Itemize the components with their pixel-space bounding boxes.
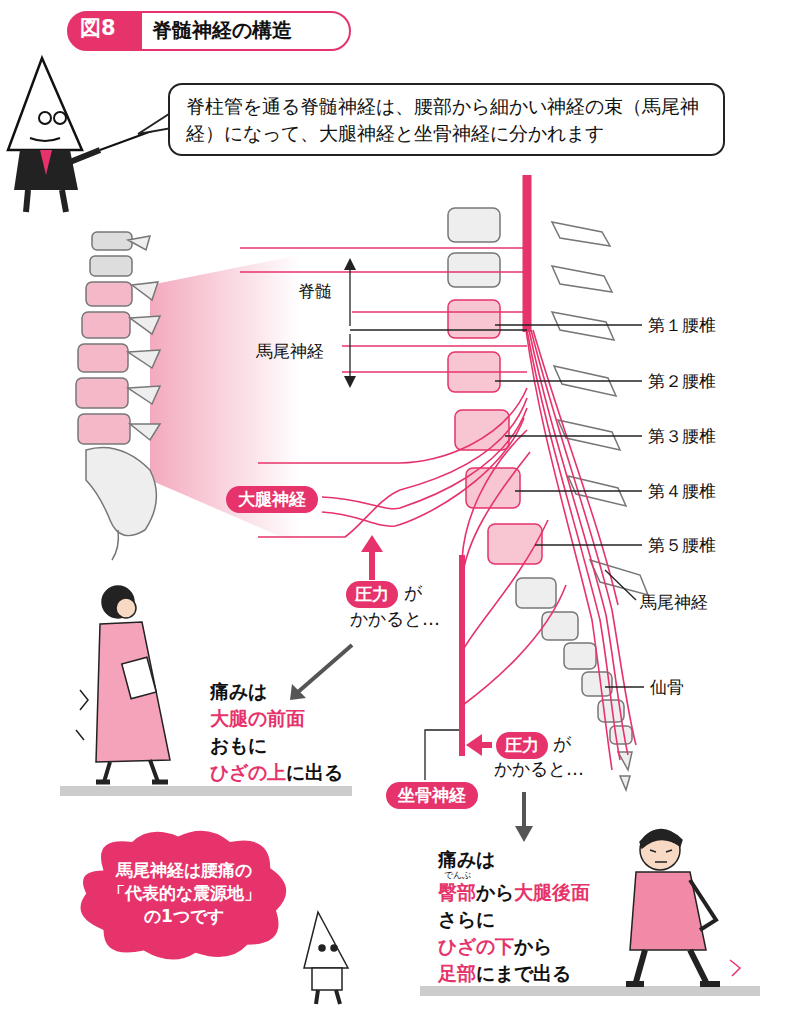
diagram-title: 脊髄神経の構造 (152, 17, 292, 44)
pain-description: 痛みはでんぶ臀部から大腿後面さらにひざの下から足部にまで出る (438, 846, 590, 987)
node-text: 馬尾神経は腰痛の「代表的な震源地」の1つです (105, 859, 263, 928)
body-text: 痛みは (210, 680, 267, 702)
highlight-text: ひざの上 (210, 761, 286, 783)
teacher-figure (8, 58, 160, 212)
spinal-cord (523, 175, 532, 332)
pressure-arrow (466, 734, 482, 756)
speech-bubble: 脊柱管を通る脊髄神経は、腰部から細かい神経の束（馬尾神経）になって、大腿神経と坐… (168, 83, 725, 156)
body-text: 痛みは (438, 848, 495, 870)
body-text: から (514, 935, 552, 957)
text-line: おもに (210, 732, 343, 759)
node-text: 脊柱管を通る脊髄神経は、腰部から細かい神経の束（馬尾神経）になって、大腿神経と坐… (186, 93, 707, 146)
text-line: 痛みは (210, 678, 343, 705)
note-text: が (553, 733, 571, 756)
pain-description: 痛みは大腿の前面おもにひざの上に出る (210, 678, 343, 786)
woman-figure (76, 586, 170, 782)
part-label: 第５腰椎 (648, 535, 716, 556)
result-arrow (522, 792, 526, 828)
note-text: が (404, 582, 422, 605)
callout-cloud: 馬尾神経は腰痛の「代表的な震源地」の1つです (69, 825, 299, 962)
floor (420, 986, 760, 996)
text-line: 足部にまで出る (438, 960, 590, 987)
text-line: ひざの下から (438, 933, 590, 960)
floor (60, 786, 352, 796)
text-line: ひざの上に出る (210, 759, 343, 786)
highlight-text: 大腿後面 (514, 881, 590, 903)
term-pill: 坐骨神経 (386, 782, 478, 809)
highlight-text: 臀部 (438, 881, 476, 903)
body-text: おもに (210, 734, 267, 756)
mascot-figure (304, 912, 348, 1004)
bracket-arrow (344, 376, 356, 388)
highlight-text: 足部 (438, 962, 476, 984)
region-label: 馬尾神経 (256, 341, 324, 362)
region-label: 脊髄 (298, 281, 332, 302)
note-text: かかると… (494, 758, 584, 781)
part-label: 第３腰椎 (648, 426, 716, 447)
text-line: 大腿の前面 (210, 705, 343, 732)
pressure-arrow (369, 550, 375, 580)
node-text: 大腿神経 (238, 488, 306, 511)
body-text: に出る (286, 761, 343, 783)
figure-number: 図8 (80, 15, 116, 41)
body-text: にまで出る (476, 962, 571, 984)
node-text: 坐骨神経 (398, 784, 466, 807)
body-text: から (476, 881, 514, 903)
body-text: さらに (438, 908, 495, 930)
part-label: 第１腰椎 (648, 315, 716, 336)
highlight-text: 大腿の前面 (210, 707, 305, 729)
cloud-outline (81, 831, 287, 960)
leader-line (350, 268, 644, 780)
sciatic-trunk (459, 555, 465, 756)
header-frame (68, 12, 350, 50)
man-figure (626, 829, 740, 984)
pressure-pill: 圧力 (496, 732, 548, 759)
text-line: 痛みは (438, 846, 590, 873)
header-tab (68, 12, 142, 50)
pressure-pill: 圧力 (346, 581, 398, 608)
term-pill: 大腿神経 (226, 486, 318, 513)
note-text: かかると… (350, 608, 440, 631)
part-label: 馬尾神経 (640, 592, 708, 613)
part-label: 第２腰椎 (648, 371, 716, 392)
result-arrow (515, 826, 533, 842)
bubble-tail (138, 112, 172, 134)
pressure-arrow (361, 535, 383, 552)
result-arrow (298, 645, 352, 692)
text-line: でんぶ臀部から大腿後面 (438, 879, 590, 906)
ruby-text: でんぶ (444, 870, 471, 880)
bracket-arrow (344, 258, 356, 270)
highlight-text: ひざの下 (438, 935, 514, 957)
node-text: 圧力 (505, 734, 539, 757)
result-arrow (290, 684, 306, 700)
spine-illustration (76, 232, 160, 560)
node-text: 圧力 (355, 583, 389, 606)
part-label: 仙骨 (650, 677, 684, 698)
part-label: 第４腰椎 (648, 481, 716, 502)
text-line: さらに (438, 906, 590, 933)
ruby-wrap: でんぶ臀部 (438, 879, 476, 906)
